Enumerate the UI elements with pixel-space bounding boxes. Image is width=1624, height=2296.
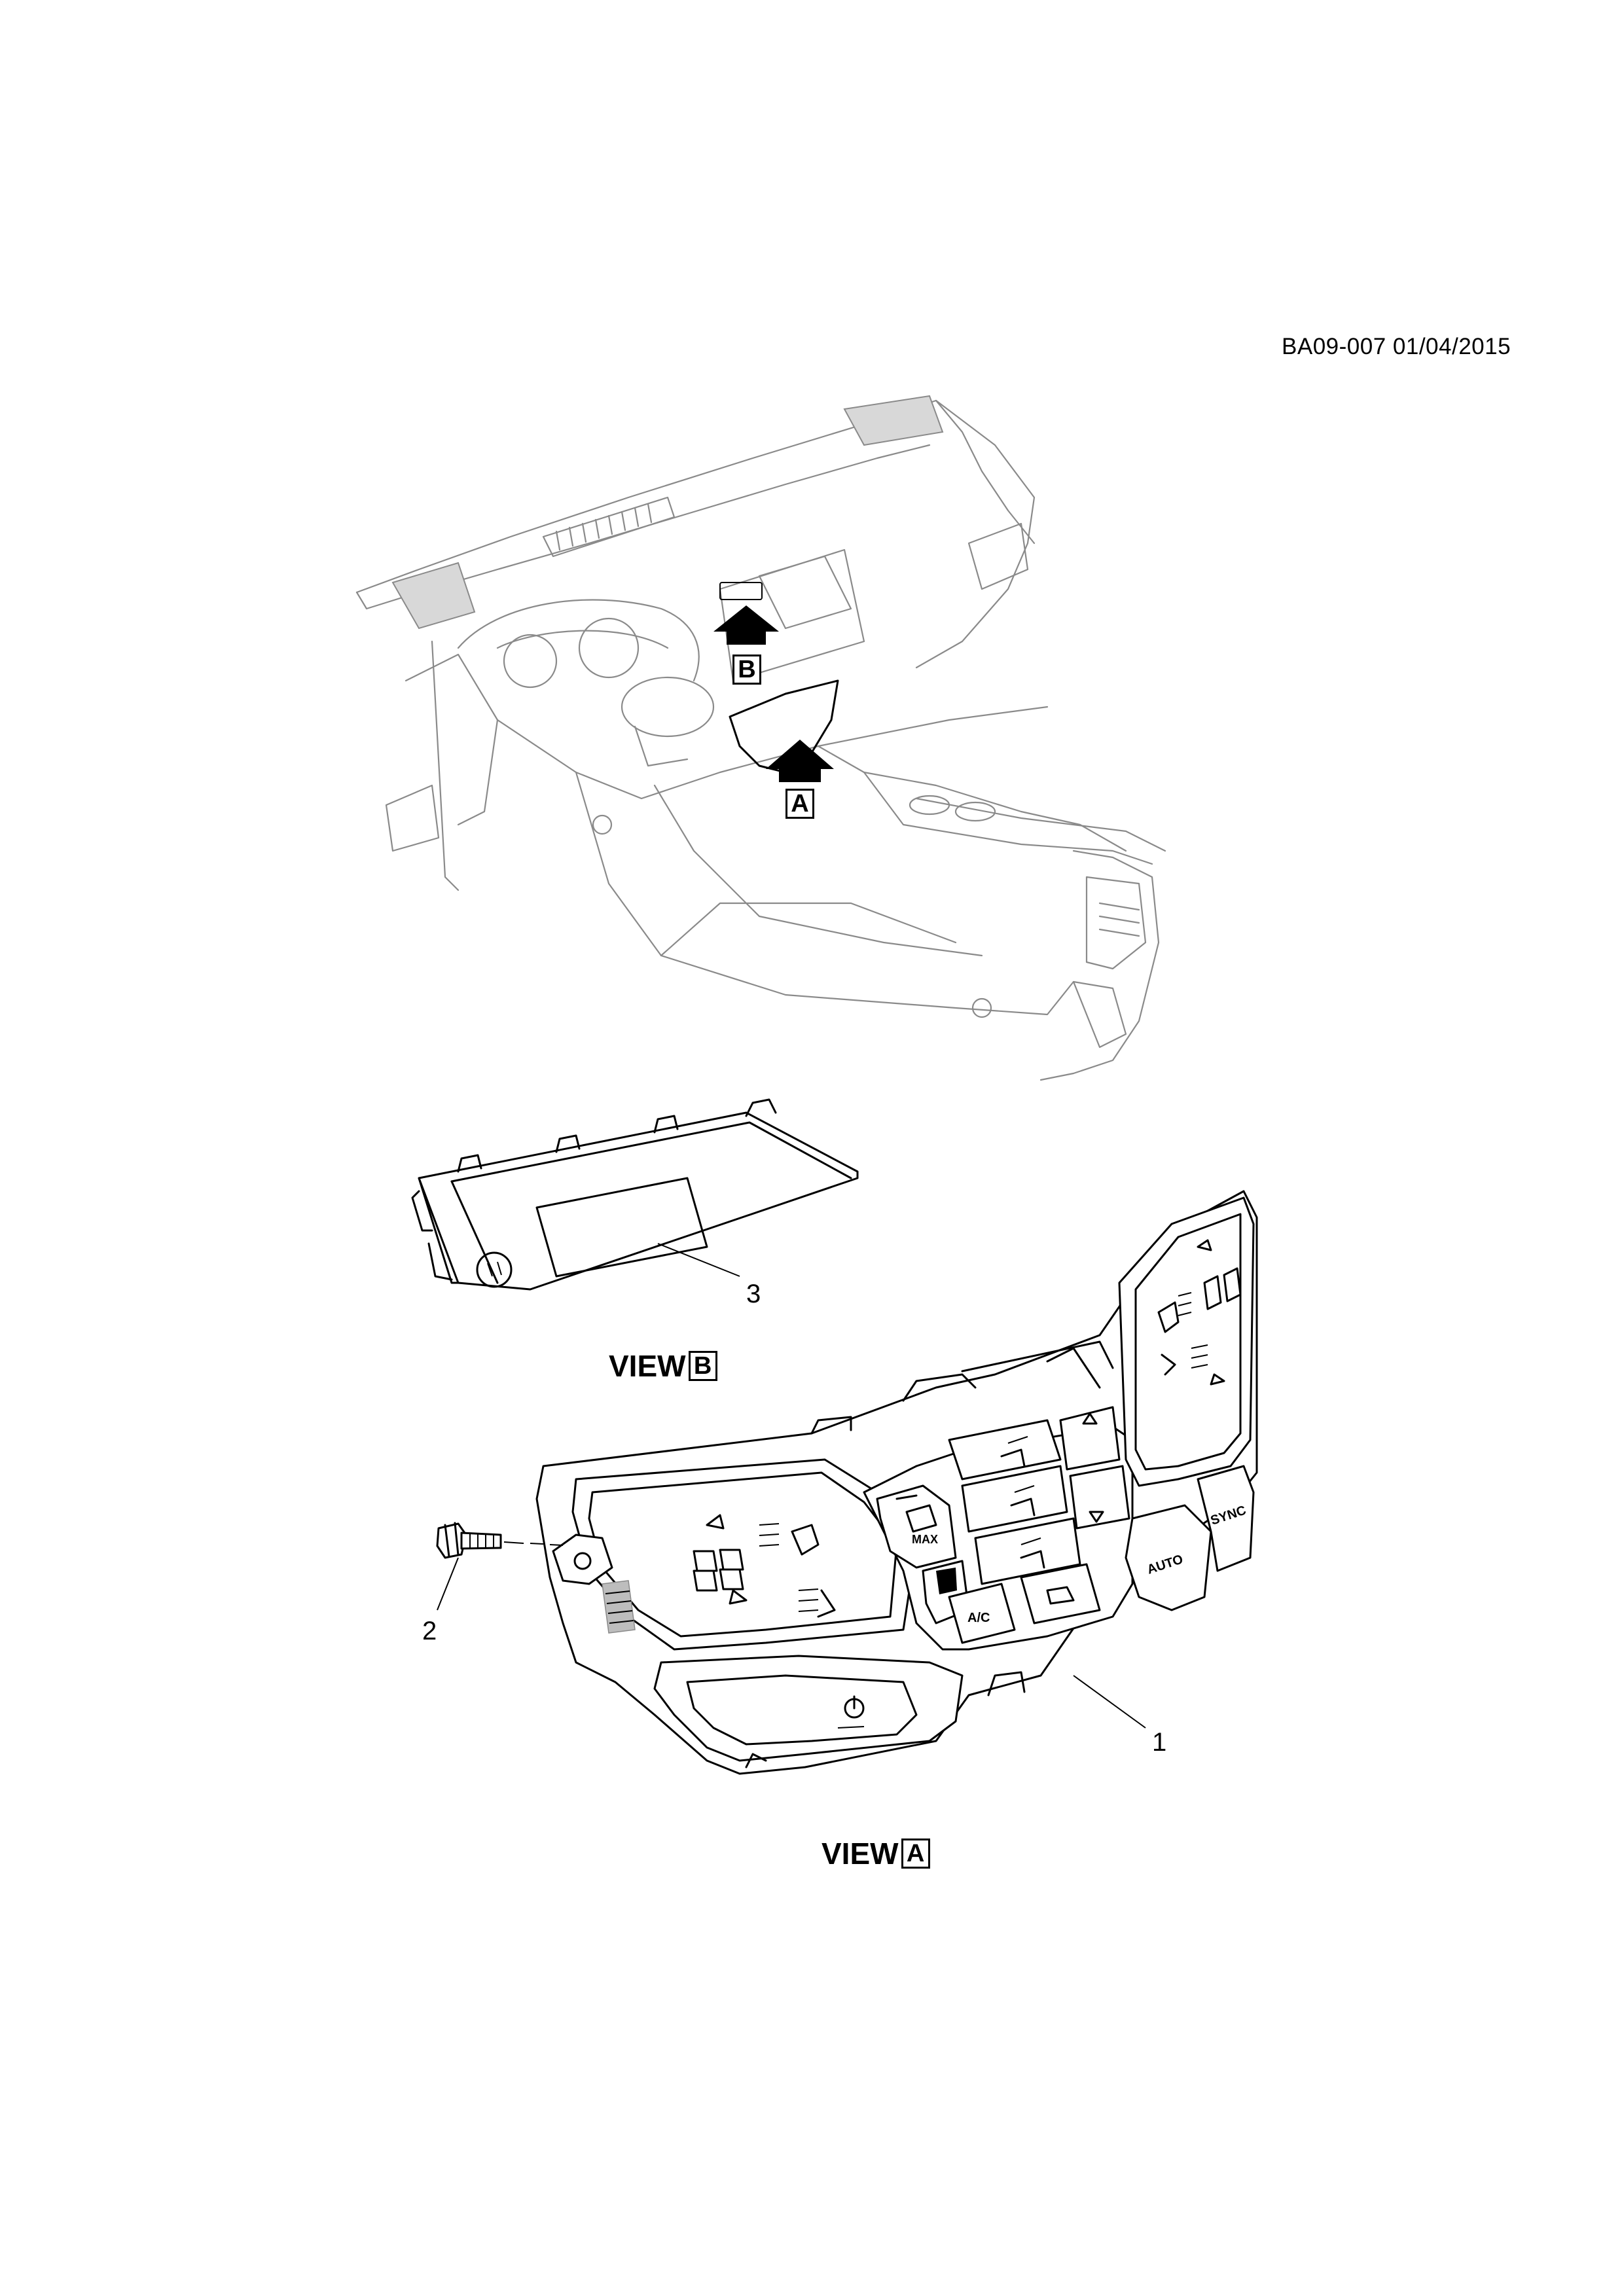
leader-line-part-1 xyxy=(1073,1675,1146,1729)
callout-part-2: 2 xyxy=(422,1617,437,1645)
screw-part-2 xyxy=(436,1522,564,1559)
view-b-letter: B xyxy=(688,1351,717,1381)
label-ac: A/C xyxy=(967,1611,990,1625)
instrument-panel-overview xyxy=(355,395,1166,1081)
document-reference: BA09-007 01/04/2015 xyxy=(1282,334,1511,359)
leader-line-part-2 xyxy=(437,1557,459,1611)
label-max: MAX xyxy=(912,1533,938,1546)
view-a-label: VIEW A xyxy=(821,1836,930,1871)
callout-part-1: 1 xyxy=(1152,1728,1167,1757)
climate-control-panel-part-1 xyxy=(535,1190,1258,1775)
view-a-arrow xyxy=(766,740,834,782)
leader-line-part-3 xyxy=(657,1243,740,1277)
view-b-arrow xyxy=(713,605,779,645)
callout-part-3: 3 xyxy=(746,1280,761,1308)
display-module-part-3 xyxy=(411,1098,859,1291)
overview-letter-b: B xyxy=(732,655,761,685)
view-b-label: VIEW B xyxy=(609,1348,717,1384)
view-a-letter: A xyxy=(901,1839,930,1869)
overview-letter-a: A xyxy=(785,789,814,819)
view-b-word: VIEW xyxy=(609,1349,686,1383)
view-a-word: VIEW xyxy=(821,1837,899,1871)
